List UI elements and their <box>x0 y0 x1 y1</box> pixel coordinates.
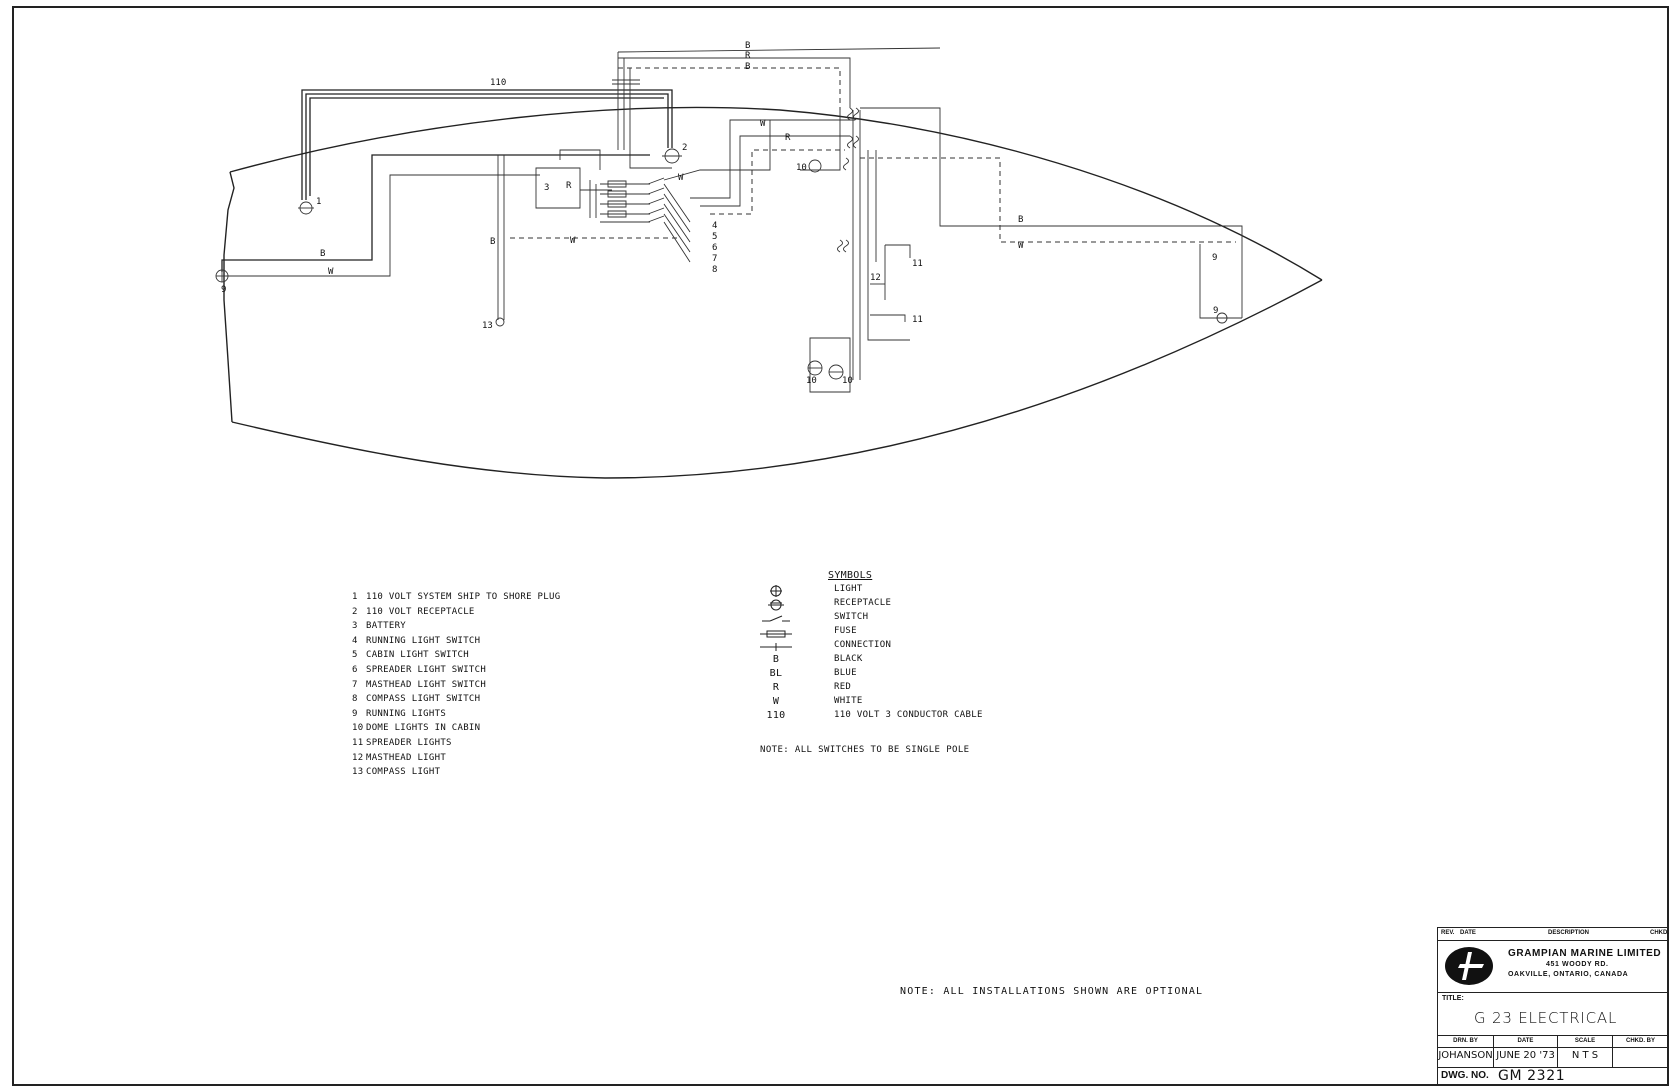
wire-label-top-r1: R <box>745 51 751 61</box>
receptacle: 2 <box>629 143 687 169</box>
wire-label-top-b2: B <box>745 62 750 72</box>
label-2: 2 <box>682 143 687 153</box>
mast-junction-wiring: W R 10 <box>690 107 861 380</box>
label-6: 6 <box>712 243 717 253</box>
label-1: 1 <box>316 197 321 207</box>
color-code-bl: BL <box>769 668 783 679</box>
checked-by-cell: CHKD. BY <box>1613 1035 1668 1067</box>
switch-rows: W <box>600 120 771 263</box>
date-cell: DATE JUNE 20 '73 <box>1494 1035 1558 1067</box>
label-10-lower-b: 10 <box>842 376 853 386</box>
compass-light-wiring: B 13 <box>482 155 505 331</box>
spreader-masthead-wiring: 11 11 12 <box>837 150 923 341</box>
color-code-w: W <box>772 696 780 707</box>
bow-running-light-wiring: B W 9 9 <box>860 107 1243 324</box>
wire-label-sw-r: R <box>566 181 572 191</box>
label-10-lower: 10 <box>806 376 817 386</box>
drawing-number-label: DWG. NO. <box>1441 1070 1489 1081</box>
wire-label-top-b1: B <box>745 41 750 51</box>
wire-label-port-w: W <box>328 267 334 277</box>
wire-label-bow-b: B <box>1018 215 1023 225</box>
company-name: GRAMPIAN MARINE LIMITED <box>1508 948 1662 959</box>
label-13: 13 <box>482 321 493 331</box>
drawing-title-box: TITLE: G 23 ELECTRICAL <box>1438 992 1668 1036</box>
label-7: 7 <box>712 254 717 264</box>
receptacle-symbol-icon <box>768 599 784 611</box>
label-4: 4 <box>712 221 717 231</box>
hull-outline <box>223 106 1323 479</box>
drawn-by-cell: DRN. BY JOHANSON <box>1438 1035 1494 1067</box>
grampian-logo-icon <box>1445 947 1493 985</box>
label-12: 12 <box>870 273 881 283</box>
label-9-bow-lower: 9 <box>1213 306 1218 316</box>
title-block: REV. DATE DESCRIPTION CHKD. GRAMPIAN MAR… <box>1437 927 1669 1086</box>
fuse-symbol-icon <box>760 630 792 638</box>
switch-symbol-icon <box>762 615 790 622</box>
wire-label-port-b: B <box>320 249 325 259</box>
wire-label-compass-b: B <box>490 237 495 247</box>
color-code-r: R <box>772 682 780 693</box>
dome-lights-lower: 10 10 <box>806 337 853 393</box>
title-label: TITLE: <box>1442 995 1464 1002</box>
drawing-number: GM 2321 <box>1498 1068 1566 1084</box>
color-code-110: 110 <box>766 710 786 721</box>
label-8: 8 <box>712 265 717 275</box>
scale-cell: SCALE N T S <box>1558 1035 1613 1067</box>
wire-label-bow-w: W <box>1018 241 1024 251</box>
label-9-bow-upper: 9 <box>1212 253 1217 263</box>
wire-label-mid-w: W <box>760 119 766 129</box>
drawing-border <box>12 6 1669 1086</box>
drawing-info-grid: DRN. BY JOHANSON DATE JUNE 20 '73 SCALE … <box>1438 1035 1668 1068</box>
label-9-port: 9 <box>221 285 226 295</box>
wire-label-mid-r: R <box>785 133 791 143</box>
color-code-b: B <box>772 654 780 665</box>
symbols-title: SYMBOLS <box>828 570 873 581</box>
wire-label-110: 110 <box>490 78 506 88</box>
note-optional: NOTE: ALL INSTALLATIONS SHOWN ARE OPTION… <box>900 986 1204 997</box>
connection-symbol-icon <box>760 643 792 651</box>
label-5: 5 <box>712 232 717 242</box>
note-single-pole: NOTE: ALL SWITCHES TO BE SINGLE POLE <box>760 745 970 755</box>
label-11-upper: 11 <box>912 259 923 269</box>
company-address-2: OAKVILLE, ONTARIO, CANADA <box>1508 971 1629 978</box>
label-3: 3 <box>544 183 549 193</box>
port-running-light-wiring: B W 9 <box>215 154 650 295</box>
label-10-upper: 10 <box>796 163 807 173</box>
drawing-number-row: DWG. NO. GM 2321 <box>1438 1067 1668 1085</box>
cable-110-volt: 110 <box>301 78 673 200</box>
company-block: GRAMPIAN MARINE LIMITED 451 WOODY RD. OA… <box>1438 940 1668 993</box>
drawing-title: G 23 ELECTRICAL <box>1474 1009 1618 1027</box>
wire-label-sw-w: W <box>678 173 684 183</box>
label-11-lower: 11 <box>912 315 923 325</box>
wire-label-mid-w2: W <box>570 236 576 246</box>
light-symbol-icon <box>770 585 782 597</box>
revision-header: REV. DATE DESCRIPTION CHKD. <box>1438 928 1669 941</box>
top-wires: B R B <box>612 41 941 150</box>
battery-switch-panel: 3 R W 4 5 6 7 8 W <box>510 120 771 275</box>
company-address-1: 451 WOODY RD. <box>1546 961 1609 968</box>
shore-plug: 1 <box>298 197 321 215</box>
